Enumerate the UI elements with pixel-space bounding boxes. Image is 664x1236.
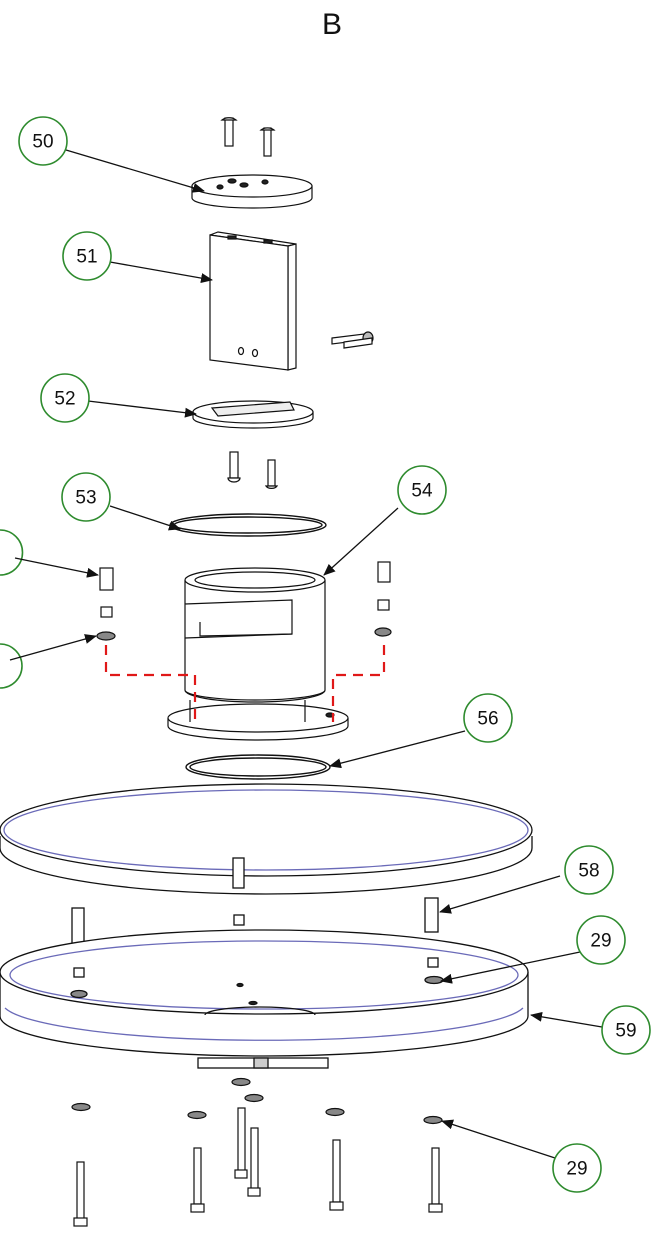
- part-53-o-ring: [169, 513, 327, 537]
- leader-lines: [65, 149, 603, 1159]
- hardware-standoffs-nuts: [96, 561, 392, 641]
- part-51-plate: [209, 231, 374, 371]
- part-52-lower-plate: [192, 400, 314, 489]
- callout-label-59: 59: [615, 1021, 636, 1042]
- callout-label-58: 58: [578, 861, 599, 882]
- part-56-gasket: [185, 754, 331, 780]
- part-59-base-tray: [0, 857, 529, 1069]
- callout-labels: 50 51 52 53 54 56 58 29 59 29: [32, 132, 636, 1180]
- callout-label-52: 52: [54, 389, 75, 410]
- callout-circles: [18, 116, 651, 1193]
- partial-callouts-left: [0, 529, 24, 689]
- view-title: B: [321, 8, 342, 41]
- bottom-bolts: [71, 1077, 443, 1227]
- callout-label-56: 56: [477, 709, 498, 730]
- callout-label-51: 51: [76, 247, 97, 268]
- callout-label-53: 53: [75, 488, 96, 509]
- callout-label-50: 50: [32, 132, 53, 153]
- callout-label-29-lower: 29: [566, 1159, 587, 1180]
- callout-label-54: 54: [411, 481, 433, 502]
- callout-label-29-upper: 29: [590, 931, 611, 952]
- assembly-path-lines: [104, 645, 386, 722]
- large-rim-ring: [0, 783, 533, 895]
- partial-callout-leaders: [9, 557, 99, 661]
- part-54-housing: [167, 567, 349, 741]
- part-50-top-cap: [191, 117, 313, 209]
